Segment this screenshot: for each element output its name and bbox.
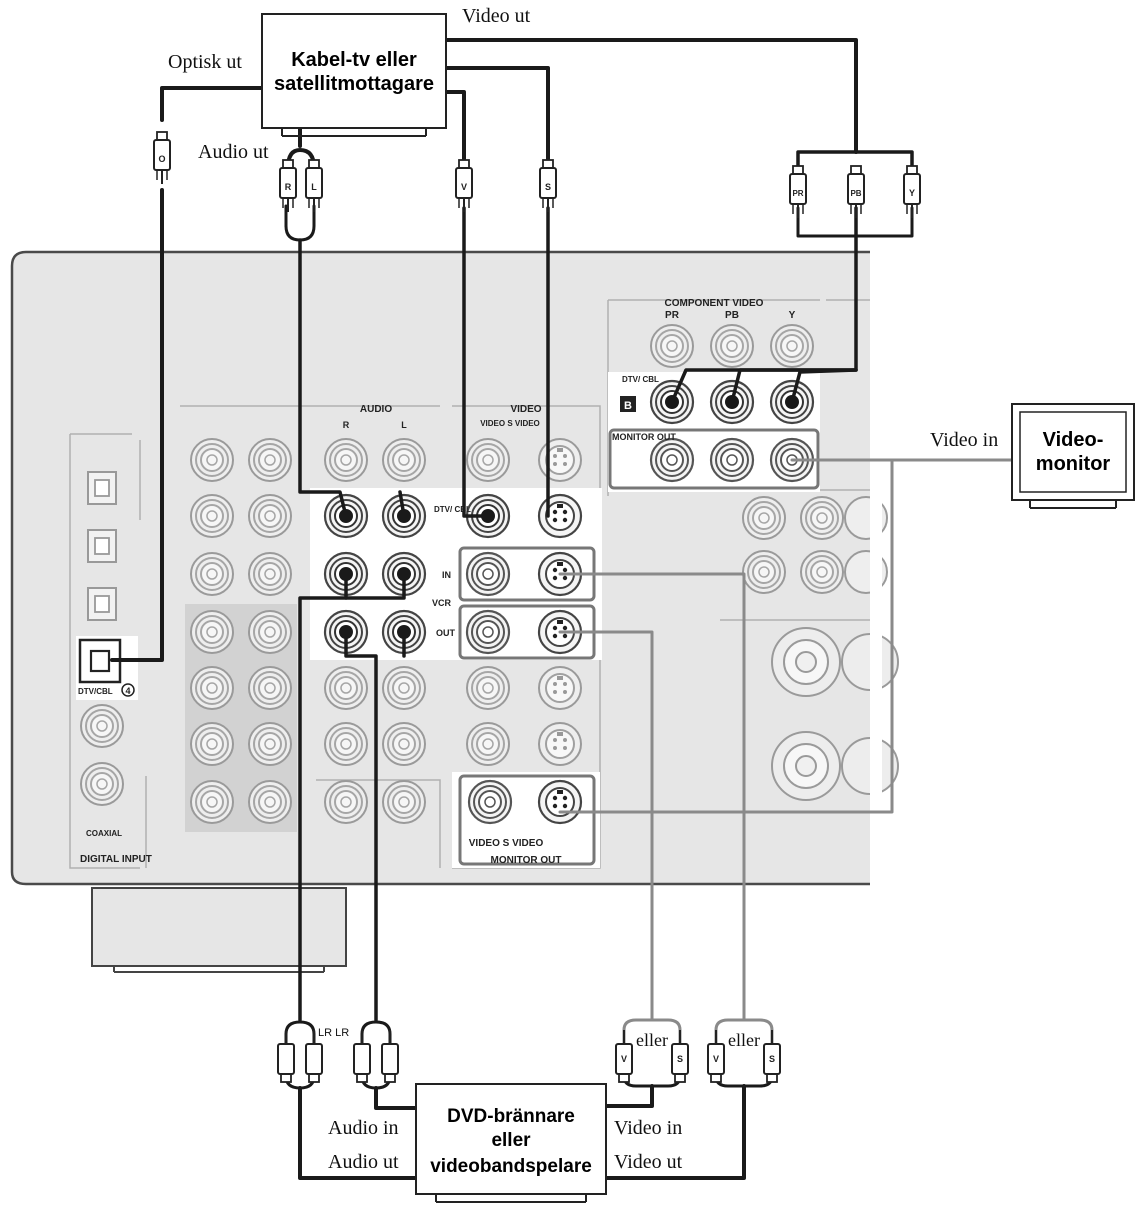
dtv-cbl-component-label: DTV/ CBL: [622, 375, 659, 384]
plug-v-bottom1-label: V: [621, 1054, 627, 1064]
plug-s-bottom1-label: S: [677, 1054, 683, 1064]
source-device-line2: satellitmottagare: [274, 73, 434, 95]
label-eller-2: eller: [728, 1030, 760, 1050]
out-label: OUT: [436, 628, 456, 638]
monitor-out-component-label: MONITOR OUT: [612, 432, 676, 442]
coaxial-label: COAXIAL: [86, 829, 122, 838]
label-video-out-top: Video ut: [462, 5, 531, 27]
digital-input-label: DIGITAL INPUT: [80, 854, 152, 865]
vcr-label: VCR: [432, 598, 452, 608]
source-device-line1: Kabel-tv eller: [291, 49, 417, 71]
plug-v-label: V: [461, 182, 467, 192]
y-label: Y: [789, 310, 796, 321]
plug-pr-label: PR: [792, 189, 803, 198]
monitor-out-bottom-label: MONITOR OUT: [491, 855, 562, 866]
pb-label: PB: [725, 310, 739, 321]
plug-s-bottom2-label: S: [769, 1054, 775, 1064]
cable-satellite-receiver: Kabel-tv eller satellitmottagare: [261, 13, 447, 137]
plug-pb-label: PB: [850, 189, 861, 198]
label-video-out-bottom: Video ut: [614, 1151, 683, 1173]
plug-v-bottom2-label: V: [713, 1054, 719, 1064]
dtv-cbl-row-label: DTV/ CBL: [434, 505, 471, 514]
label-optical-out: Optisk ut: [168, 51, 242, 73]
b-mark: B: [624, 400, 632, 412]
label-video-in-bottom: Video in: [614, 1117, 682, 1139]
audio-r-label: R: [343, 420, 350, 430]
plug-o-label: O: [158, 154, 165, 164]
optical-dtv-cbl-label: DTV/CBL: [78, 687, 113, 696]
video-svideo-header: VIDEO S VIDEO: [480, 419, 540, 428]
monitor-line2: monitor: [1036, 453, 1111, 475]
dvd-recorder-device: DVD-brännare eller videobandspelare: [415, 1083, 607, 1203]
plug-y-label: Y: [909, 188, 915, 198]
video-monitor: Video- monitor: [1011, 403, 1135, 509]
pr-label: PR: [665, 310, 680, 321]
label-audio-out-top: Audio ut: [198, 141, 269, 163]
label-audio-in-bottom: Audio in: [328, 1117, 399, 1139]
receiver-back-panel: [10, 250, 899, 973]
in-label: IN: [442, 570, 451, 580]
monitor-line1: Video-: [1043, 429, 1104, 451]
audio-l-label: L: [401, 420, 407, 430]
component-video-label: COMPONENT VIDEO: [665, 298, 764, 309]
label-lr-lr: LR LR: [318, 1027, 349, 1039]
label-eller-1: eller: [636, 1030, 668, 1050]
audio-label: AUDIO: [360, 404, 392, 415]
label-video-in-monitor: Video in: [930, 429, 998, 451]
label-audio-out-bottom: Audio ut: [328, 1151, 399, 1173]
recorder-line1: DVD-brännare: [447, 1106, 575, 1127]
plug-r-label: R: [285, 182, 292, 192]
optical-number: 4: [125, 686, 130, 696]
recorder-line2: eller: [491, 1130, 531, 1151]
plug-l-label: L: [311, 182, 317, 192]
plugs: O R L V S PR PB Y V S V S: [153, 131, 921, 1083]
plug-s-label: S: [545, 182, 551, 192]
monitor-out-video-svideo-label: VIDEO S VIDEO: [469, 838, 544, 849]
video-label: VIDEO: [510, 404, 541, 415]
recorder-line3: videobandspelare: [430, 1156, 592, 1177]
